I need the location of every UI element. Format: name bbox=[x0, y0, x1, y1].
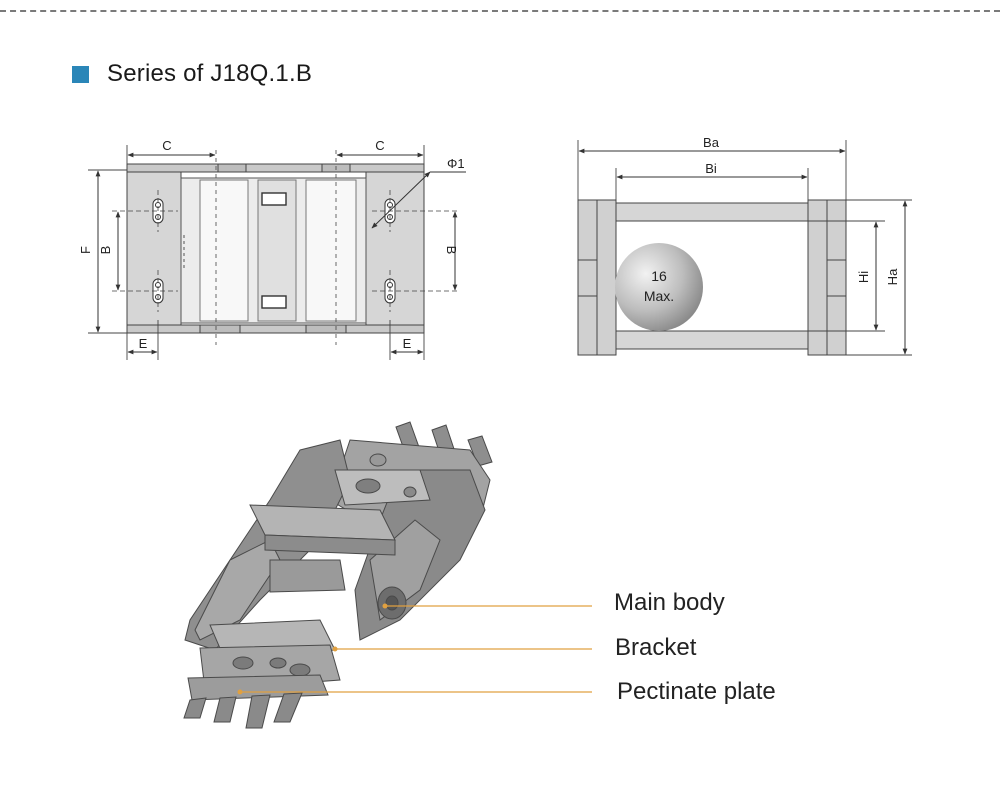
dim-ba-label: Ba bbox=[703, 135, 720, 150]
right-side-plate bbox=[365, 169, 425, 334]
callout-pectinate-plate: Pectinate plate bbox=[617, 678, 776, 705]
callout-leaders bbox=[240, 605, 592, 693]
cs-top-bar bbox=[615, 202, 809, 222]
slot-bottom bbox=[261, 295, 287, 309]
top-bar bbox=[126, 163, 425, 173]
top-dashed-divider bbox=[0, 10, 1000, 12]
tab-bottom-right bbox=[305, 324, 347, 334]
dim-bi-label: Bi bbox=[705, 161, 717, 176]
title-text: Series of J18Q.1.B bbox=[107, 60, 313, 87]
dim-phi-label: Φ1 bbox=[447, 156, 465, 171]
ball-size-label: 16 bbox=[651, 268, 667, 284]
bottom-bar bbox=[126, 324, 425, 334]
callout-main-body: Main body bbox=[614, 589, 725, 616]
cs-bottom-bar bbox=[615, 330, 809, 350]
dim-b-right-label: B bbox=[444, 246, 459, 255]
dim-c-right-label: C bbox=[375, 138, 384, 153]
chain-link-3d-render bbox=[183, 421, 493, 729]
dim-e-left-label: E bbox=[139, 336, 148, 351]
dim-b-left-label: B bbox=[98, 246, 113, 255]
side-view-drawing: C C Φ1 F B B E E bbox=[78, 138, 466, 360]
ball-max-label: Max. bbox=[644, 288, 674, 304]
slot-top bbox=[261, 192, 287, 206]
tab-top-left bbox=[217, 163, 247, 173]
title-bullet-square bbox=[72, 65, 89, 83]
center-link-left bbox=[199, 179, 249, 322]
cross-section-drawing: Ba Bi Hi Ha 16 Max. bbox=[577, 135, 912, 356]
callout-bracket: Bracket bbox=[615, 634, 697, 661]
tab-bottom-left bbox=[199, 324, 241, 334]
dim-e-right-label: E bbox=[403, 336, 412, 351]
dim-f-label: F bbox=[78, 246, 93, 254]
section-title: Series of J18Q.1.B bbox=[72, 60, 312, 88]
dim-ha-label: Ha bbox=[885, 268, 900, 285]
dim-c-left-label: C bbox=[162, 138, 171, 153]
left-side-plate bbox=[126, 169, 182, 334]
center-link-right bbox=[305, 179, 357, 322]
dim-hi-label: Hi bbox=[856, 271, 871, 283]
max-ball-icon bbox=[615, 243, 703, 331]
